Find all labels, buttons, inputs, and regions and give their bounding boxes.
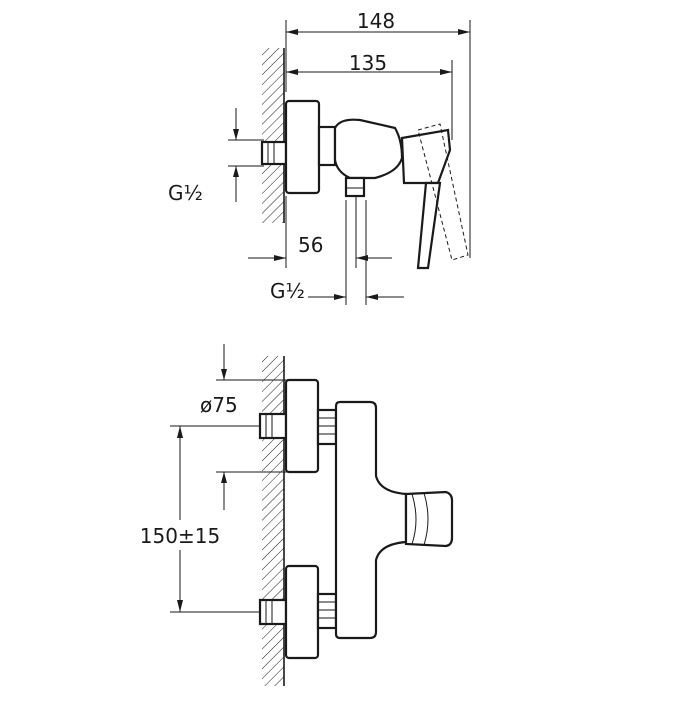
front-view: ø75 150±15 bbox=[128, 344, 454, 686]
lever-top bbox=[416, 181, 442, 270]
mixer-body-front bbox=[334, 400, 408, 640]
arrow-56-right bbox=[356, 255, 368, 261]
lever-alt-position bbox=[417, 123, 469, 261]
handle-contour bbox=[411, 493, 417, 545]
arrow-135-right bbox=[440, 69, 452, 75]
wall-hatch-front bbox=[262, 356, 284, 686]
top-view: 148 135 G½ bbox=[168, 9, 471, 305]
arrow-135-left bbox=[286, 69, 298, 75]
arrow-148-right bbox=[458, 29, 470, 35]
arrow-spacing-top bbox=[177, 426, 183, 438]
rosette-upper bbox=[284, 378, 320, 474]
rosette-lower bbox=[284, 564, 320, 660]
arrow-outlet-left bbox=[334, 294, 346, 300]
arrow-56-left bbox=[274, 255, 286, 261]
arrow-inlet-down bbox=[233, 129, 239, 140]
dim-label-inlet-spacing: 150±15 bbox=[140, 524, 220, 548]
arrow-148-left bbox=[286, 29, 298, 35]
arrow-diameter-down bbox=[221, 369, 227, 380]
dim-label-56: 56 bbox=[298, 233, 323, 257]
connector-lower bbox=[316, 592, 338, 630]
arrow-diameter-up bbox=[221, 472, 227, 483]
mixer-body-top bbox=[333, 118, 404, 180]
handle-contour-2 bbox=[423, 492, 429, 546]
wall-hatch-top bbox=[262, 48, 284, 223]
thread-label-outlet: G½ bbox=[270, 279, 305, 303]
rosette-top bbox=[284, 99, 321, 195]
connector-upper bbox=[316, 408, 338, 446]
dim-label-148: 148 bbox=[357, 9, 395, 33]
thread-label-inlet: G½ bbox=[168, 181, 203, 205]
arrow-outlet-right bbox=[366, 294, 378, 300]
label-mask bbox=[128, 520, 232, 550]
arrow-inlet-up bbox=[233, 166, 239, 177]
arrow-spacing-bottom bbox=[177, 600, 183, 612]
dim-label-diameter: ø75 bbox=[200, 393, 238, 417]
connector-top bbox=[317, 125, 337, 167]
inlet-nipple-upper bbox=[258, 412, 288, 440]
cartridge-top bbox=[400, 128, 452, 185]
dim-label-135: 135 bbox=[349, 51, 387, 75]
handle-front bbox=[404, 490, 454, 548]
outlet-spout-top bbox=[344, 176, 366, 198]
inlet-nipple-lower bbox=[258, 598, 288, 626]
